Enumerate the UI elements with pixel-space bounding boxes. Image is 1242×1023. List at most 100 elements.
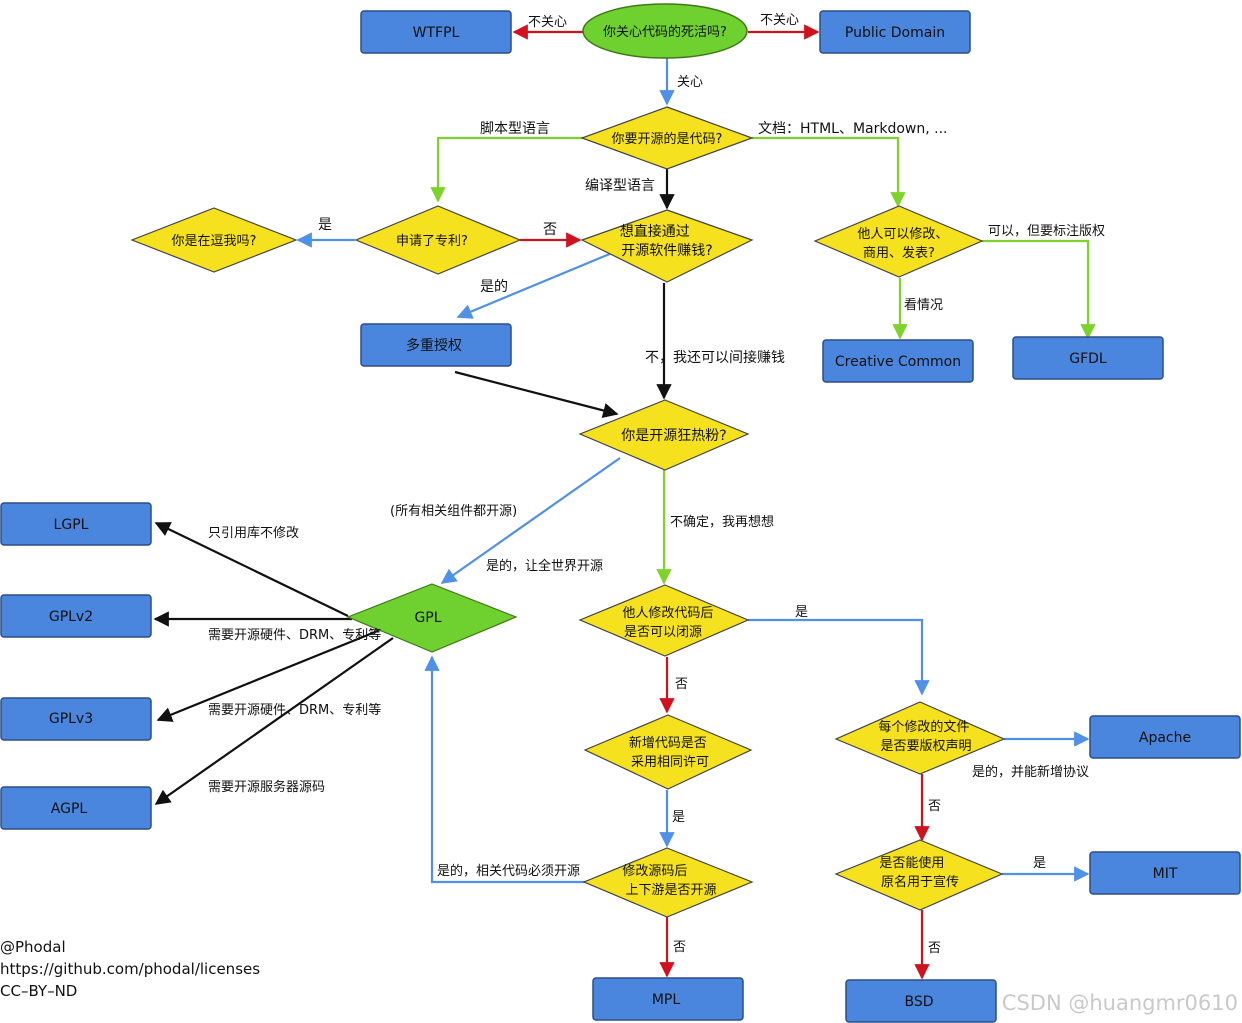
edge-label: 是的，并能新增协议 <box>972 764 1089 780</box>
node-closed: 他人修改代码后 是否可以闭源 <box>578 584 750 657</box>
node-label-line: 上下游是否开源 <box>625 883 716 898</box>
edge-label: 否 <box>543 222 557 238</box>
node-copyright-notice: 每个修改的文件 是否要版权声明 <box>834 701 1006 775</box>
node-label: 是否能使用 原名用于宣传 <box>879 855 959 890</box>
node-label: AGPL <box>51 801 88 817</box>
node-label-line: 每个修改的文件 <box>878 719 969 735</box>
edge-gpl-lgpl <box>154 522 349 617</box>
node-label-line: 想直接通过 <box>620 223 690 240</box>
node-label: GPL <box>414 610 441 626</box>
edge-money-multi <box>456 251 613 319</box>
node-patent: 申请了专利? <box>354 205 522 275</box>
edge-label: 是 <box>318 217 332 233</box>
node-label: WTFPL <box>413 25 460 41</box>
node-label: 修改源码后 上下游是否开源 <box>622 864 716 898</box>
edge-label: 否 <box>928 941 941 956</box>
node-bsd: BSD <box>845 979 997 1023</box>
node-promo: 是否能使用 原名用于宣传 <box>834 839 1004 911</box>
node-label: 你是在逗我吗? <box>172 234 257 249</box>
node-gplv2: GPLv2 <box>0 594 152 638</box>
edge-label: 是 <box>1033 856 1046 871</box>
node-label-line: 商用、发表? <box>863 245 935 261</box>
node-label-line: 开源软件赚钱? <box>621 243 712 259</box>
edge-label: 不，我还可以间接赚钱 <box>645 349 785 366</box>
edge-label: 脚本型语言 <box>480 121 550 137</box>
node-label-line: 原名用于宣传 <box>881 874 959 890</box>
edge-label: 否 <box>673 940 686 955</box>
node-mit: MIT <box>1089 851 1241 895</box>
node-mpl: MPL <box>592 977 744 1021</box>
node-label: 多重授权 <box>406 337 462 354</box>
edge-others-gfdl <box>982 239 1096 340</box>
edge-label: 需要开源服务器源码 <box>208 779 325 795</box>
edge-multi-fanatic <box>454 370 619 418</box>
edge-is-code-docs <box>752 136 906 208</box>
node-new-code: 新增代码是否 采用相同许可 <box>583 714 753 790</box>
edge-label: 否 <box>928 799 941 814</box>
edge-label: 是 <box>795 605 808 620</box>
credits: @Phodal https://github.com/phodal/licens… <box>0 936 260 1002</box>
node-others-modify: 他人可以修改、 商用、发表? <box>813 205 984 278</box>
node-gpl: GPL <box>346 583 518 653</box>
credit-license: CC–BY–ND <box>0 982 78 1000</box>
node-public-domain: Public Domain <box>819 10 971 54</box>
node-label: GFDL <box>1069 351 1107 367</box>
edge-label: 不确定，我再想想 <box>670 514 774 530</box>
node-label-line: 他人可以修改、 <box>857 227 948 242</box>
node-label-line: 是否要版权声明 <box>880 738 971 754</box>
edges <box>153 24 1096 980</box>
nodes: WTFPL 你关心代码的死活吗? Public Domain 你要开源的是代码?… <box>0 3 1241 1023</box>
node-label-line: 是否可以闭源 <box>624 625 702 640</box>
edge-label: 编译型语言 <box>585 178 655 194</box>
edge-label: 文档：HTML、Markdown, ... <box>758 121 948 137</box>
node-label: 每个修改的文件 是否要版权声明 <box>878 719 973 754</box>
node-label-line: 采用相同许可 <box>631 755 709 770</box>
node-label: Public Domain <box>845 25 945 41</box>
node-label: BSD <box>904 994 933 1010</box>
node-label: GPLv3 <box>49 711 93 727</box>
edge-label: 是的，让全世界开源 <box>486 558 603 574</box>
edge-label: 看情况 <box>904 297 943 313</box>
edge-is-code-script <box>430 136 583 203</box>
edge-label: 需要开源硬件、DRM、专利等 <box>208 627 381 643</box>
node-fanatic: 你是开源狂热粉? <box>578 399 750 471</box>
edge-label: 是的，相关代码必须开源 <box>437 863 580 879</box>
node-label: 申请了专利? <box>396 234 468 249</box>
edge-label: 关心 <box>677 75 703 90</box>
edge-label: 不关心 <box>760 13 799 28</box>
node-label: 他人修改代码后 是否可以闭源 <box>622 606 717 640</box>
edge-label: 否 <box>675 677 688 692</box>
node-gfdl: GFDL <box>1012 336 1164 380</box>
credit-url[interactable]: https://github.com/phodal/licenses <box>0 960 261 978</box>
edge-label: 是 <box>672 810 685 825</box>
node-label: Creative Common <box>835 354 961 370</box>
node-label: MPL <box>652 992 681 1008</box>
node-is-code: 你要开源的是代码? <box>580 106 754 170</box>
edge-gpl-gplv3 <box>156 626 386 722</box>
node-wtfpl: WTFPL <box>360 10 512 54</box>
node-up-down: 修改源码后 上下游是否开源 <box>582 847 754 918</box>
node-label: 你是开源狂热粉? <box>621 428 726 444</box>
node-label-line: 是否能使用 <box>879 855 944 871</box>
node-label-line: 修改源码后 <box>622 864 687 879</box>
edge-label: 只引用库不修改 <box>208 525 299 541</box>
edge-fanatic-gpl <box>440 457 621 584</box>
node-label: 想直接通过 开源软件赚钱? <box>620 223 713 259</box>
edge-label: 是的 <box>480 279 508 295</box>
node-label-line: 他人修改代码后 <box>622 606 713 621</box>
node-gplv3: GPLv3 <box>0 697 152 741</box>
node-label-line: 新增代码是否 <box>629 735 707 751</box>
edge-label: 可以，但要标注版权 <box>988 223 1105 239</box>
edge-labels: 不关心 不关心 关心 脚本型语言 文档：HTML、Markdown, ... 编… <box>208 13 1105 956</box>
node-label: GPLv2 <box>49 609 93 625</box>
node-agpl: AGPL <box>0 786 152 830</box>
edge-label: (所有相关组件都开源) <box>390 504 517 519</box>
node-money: 想直接通过 开源软件赚钱? <box>580 209 754 283</box>
node-care: 你关心代码的死活吗? <box>582 3 748 59</box>
node-label: 你要开源的是代码? <box>612 131 723 147</box>
node-label: 新增代码是否 采用相同许可 <box>629 735 711 770</box>
edge-label: 不关心 <box>528 15 567 30</box>
node-kidding: 你是在逗我吗? <box>130 207 298 273</box>
watermark: CSDN @huangmr0610 <box>1001 991 1238 1015</box>
